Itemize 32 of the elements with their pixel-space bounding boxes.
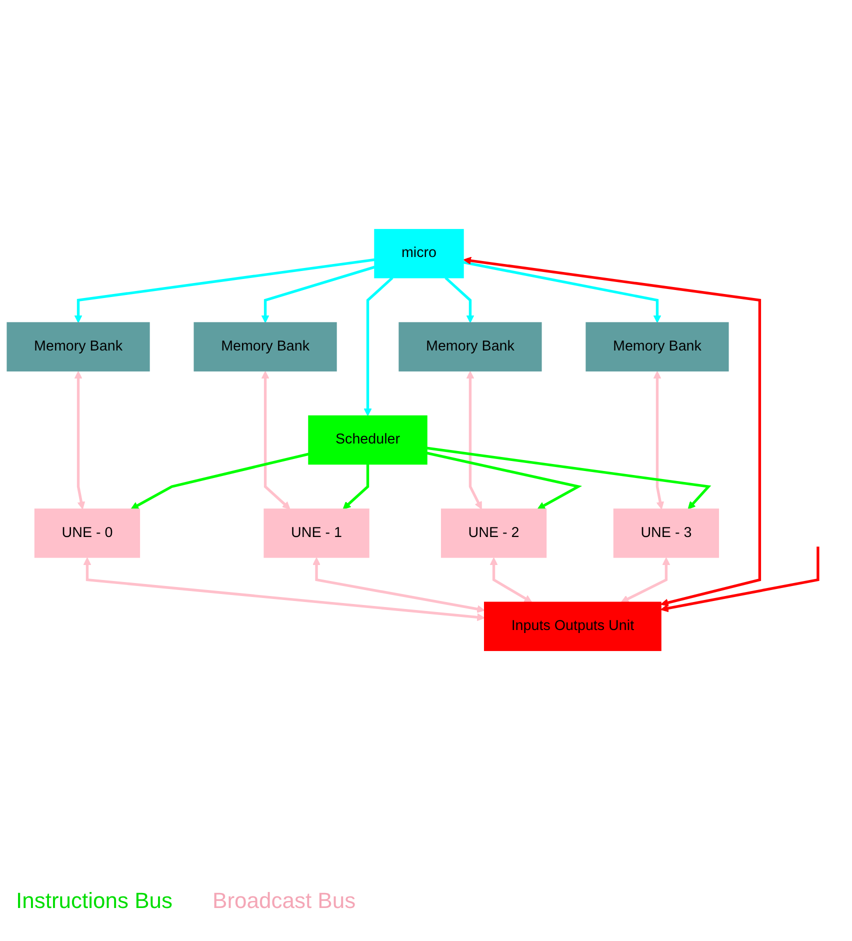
node-box: UNE - 3 — [613, 508, 720, 558]
node-box: UNE - 0 — [34, 508, 140, 558]
node-box: Memory Bank — [6, 322, 150, 372]
arrow — [426, 446, 712, 510]
arrow — [261, 266, 375, 323]
arrow — [444, 276, 474, 323]
arrow — [466, 371, 482, 510]
node-box: Memory Bank — [586, 322, 729, 372]
node-box: Memory Bank — [398, 322, 542, 372]
arrow — [74, 258, 375, 323]
node-box: Inputs Outputs Unit — [484, 602, 662, 652]
node-box: Memory Bank — [194, 322, 337, 372]
arrow — [463, 256, 762, 606]
bus-label: Broadcast Bus — [212, 888, 356, 914]
arrow — [83, 557, 485, 622]
arrow — [312, 557, 485, 613]
node-box: Scheduler — [308, 415, 428, 465]
arrow — [653, 371, 664, 510]
node-box: UNE - 1 — [264, 508, 370, 558]
arrow — [74, 371, 86, 510]
arrow — [426, 452, 582, 510]
arrow — [463, 260, 662, 323]
arrow — [620, 557, 670, 603]
arrow — [490, 557, 532, 603]
bus-label: Instructions Bus — [16, 888, 173, 914]
arrow — [660, 546, 820, 612]
arrow — [130, 452, 309, 510]
arrow — [364, 276, 394, 416]
arrow — [261, 371, 290, 510]
node-box: micro — [374, 228, 464, 278]
node-box: UNE - 2 — [440, 508, 547, 558]
arrow — [342, 464, 370, 510]
